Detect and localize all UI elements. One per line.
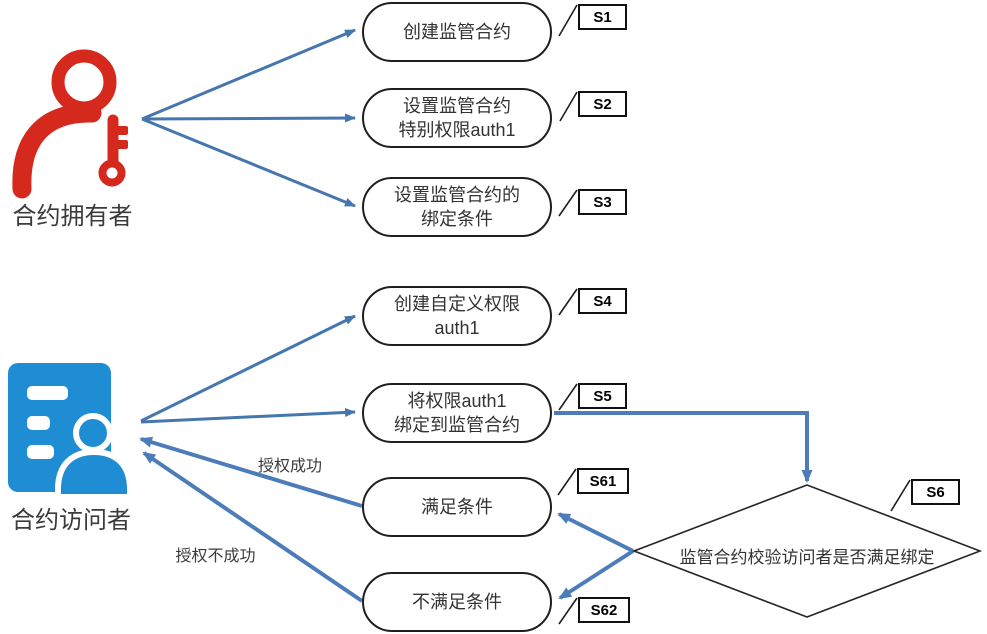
callout-line-s61 [557,468,577,496]
edge-label-auth-failure: 授权不成功 [175,548,256,565]
edge-label-auth-success: 授权成功 [257,458,322,475]
tag-s61: S61 [577,468,629,494]
arrow-visitor-to-s4 [140,314,356,423]
callout-line-s5 [558,383,578,411]
arrow-visitor-to-s5 [140,407,356,424]
document-person-icon [8,363,133,500]
usecase-s1-label: 创建监管合约 [403,22,511,42]
connector-s5-to-decision [554,411,813,483]
usecase-s62: 不满足条件 [362,572,552,632]
arrow-owner-to-s2 [141,113,356,123]
usecase-s3: 设置监管合约的 绑定条件 [362,177,552,237]
usecase-s2: 设置监管合约 特别权限auth1 [362,88,552,148]
callout-line-s1 [558,4,578,37]
usecase-s61-label: 满足条件 [421,497,493,517]
arrow-s62-to-visitor [142,451,364,603]
usecase-s1: 创建监管合约 [362,2,552,62]
usecase-s62-label: 不满足条件 [412,592,502,612]
callout-line-s6 [890,479,911,512]
usecase-s3-label: 设置监管合约的 绑定条件 [394,185,520,229]
callout-line-s3 [558,189,578,217]
arrow-decision-to-s61 [557,512,634,553]
usecase-s4: 创建自定义权限 auth1 [362,286,552,346]
arrow-owner-to-s1 [141,28,356,121]
tag-s2: S2 [578,91,627,117]
usecase-s61: 满足条件 [362,477,552,537]
person-with-key-icon [12,49,128,199]
usecase-s5: 将权限auth1 绑定到监管合约 [362,383,552,443]
tag-s5: S5 [578,383,627,409]
usecase-s5-label: 将权限auth1 绑定到监管合约 [394,391,520,435]
tag-s62: S62 [578,597,630,623]
tag-s4: S4 [578,288,627,314]
visitor-actor-label: 合约访问者 [11,507,131,534]
callout-line-s4 [558,288,578,316]
decision-diamond [631,484,983,618]
callout-line-s2 [559,91,578,122]
arrow-owner-to-s3 [141,117,356,208]
tag-s1: S1 [578,4,627,30]
arrow-decision-to-s62 [558,549,635,600]
decision-label: 监管合约校验访问者是否满足绑定 [679,548,935,567]
usecase-s4-label: 创建自定义权限 auth1 [394,294,520,338]
usecase-s2-label: 设置监管合约 特别权限auth1 [398,96,516,140]
owner-actor-label: 合约拥有者 [12,203,133,230]
tag-s3: S3 [578,189,627,215]
tag-s6: S6 [911,479,960,505]
arrow-s61-to-visitor [139,436,363,508]
callout-line-s62 [558,597,578,625]
